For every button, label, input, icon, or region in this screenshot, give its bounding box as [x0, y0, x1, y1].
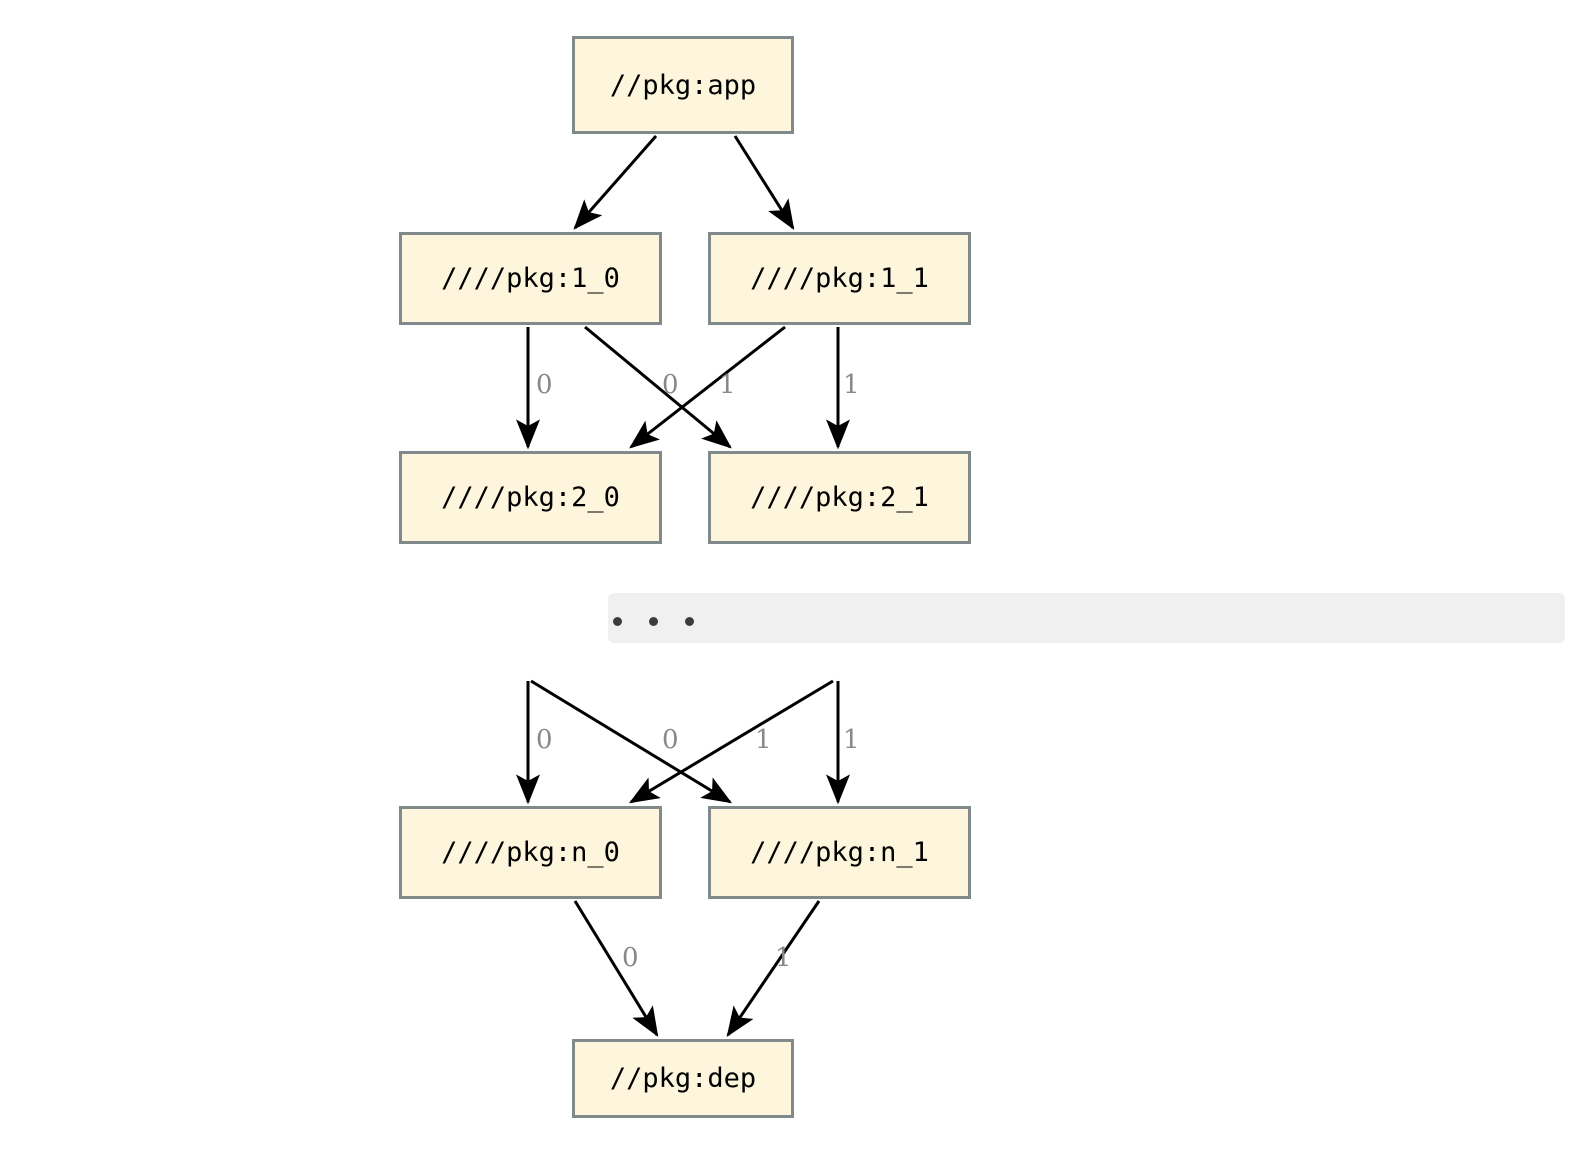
- node-label-n2_0: ////pkg:2_0: [441, 482, 620, 513]
- node-n1_0[interactable]: ////pkg:1_0: [399, 232, 662, 325]
- node-background-n2_1: [708, 451, 971, 544]
- edge-label-top2-to-n_0: 1: [755, 725, 772, 755]
- edge-label-top2-to-n_1: 1: [843, 725, 860, 755]
- edges-group: [516, 135, 850, 1038]
- node-background-dep: [572, 1039, 794, 1118]
- edge-label-1_1-to-2_1: 1: [843, 370, 860, 400]
- node-label-n2_1: ////pkg:2_1: [750, 482, 929, 513]
- node-label-n1_0: ////pkg:1_0: [441, 263, 620, 294]
- node-background-app: [572, 36, 794, 134]
- edge-1_1-to-2_0: [629, 325, 786, 449]
- truncation-band: [608, 593, 1565, 643]
- ellipsis-dot: [685, 616, 694, 626]
- node-dep[interactable]: //pkg:dep: [572, 1039, 794, 1118]
- node-label-nn_1: ////pkg:n_1: [750, 837, 929, 868]
- ellipsis-dot: [613, 616, 622, 626]
- edge-label-1_0-to-2_0: 0: [536, 370, 553, 400]
- edge-1_0-to-2_1: [584, 325, 732, 449]
- node-label-n1_1: ////pkg:1_1: [750, 263, 929, 294]
- edge-label-n_1-to-dep: 1: [775, 943, 792, 973]
- node-nn_1[interactable]: ////pkg:n_1: [708, 806, 971, 899]
- ellipsis-dots: [613, 616, 694, 626]
- edge-app-to-1_1: [733, 135, 795, 231]
- edge-label-n_0-to-dep: 0: [622, 943, 639, 973]
- edge-n_0-to-dep: [573, 900, 659, 1038]
- node-background-nn_1: [708, 806, 971, 899]
- node-nn_0[interactable]: ////pkg:n_0: [399, 806, 662, 899]
- edge-label-1_1-to-2_0: 1: [719, 370, 736, 400]
- node-background-n1_1: [708, 232, 971, 325]
- ellipsis-dot: [649, 616, 658, 626]
- edge-label-1_0-to-2_1: 0: [662, 370, 679, 400]
- edge-app-to-1_0: [573, 135, 658, 230]
- node-background-n2_0: [399, 451, 662, 544]
- node-n1_1[interactable]: ////pkg:1_1: [708, 232, 971, 325]
- edge-top2-to-n_0: [628, 679, 834, 804]
- edge-label-top-to-n_0: 0: [536, 725, 553, 755]
- node-n2_1[interactable]: ////pkg:2_1: [708, 451, 971, 544]
- node-n2_0[interactable]: ////pkg:2_0: [399, 451, 662, 544]
- edge-top-to-n_1: [530, 679, 733, 804]
- node-background-n1_0: [399, 232, 662, 325]
- node-label-app: //pkg:app: [609, 69, 757, 101]
- edge-label-top-to-n_1: 0: [662, 725, 679, 755]
- edge-n_1-to-dep: [726, 900, 821, 1037]
- node-background-nn_0: [399, 806, 662, 899]
- node-app[interactable]: //pkg:app: [572, 36, 794, 134]
- node-label-nn_0: ////pkg:n_0: [441, 837, 620, 868]
- node-label-dep: //pkg:dep: [609, 1063, 757, 1094]
